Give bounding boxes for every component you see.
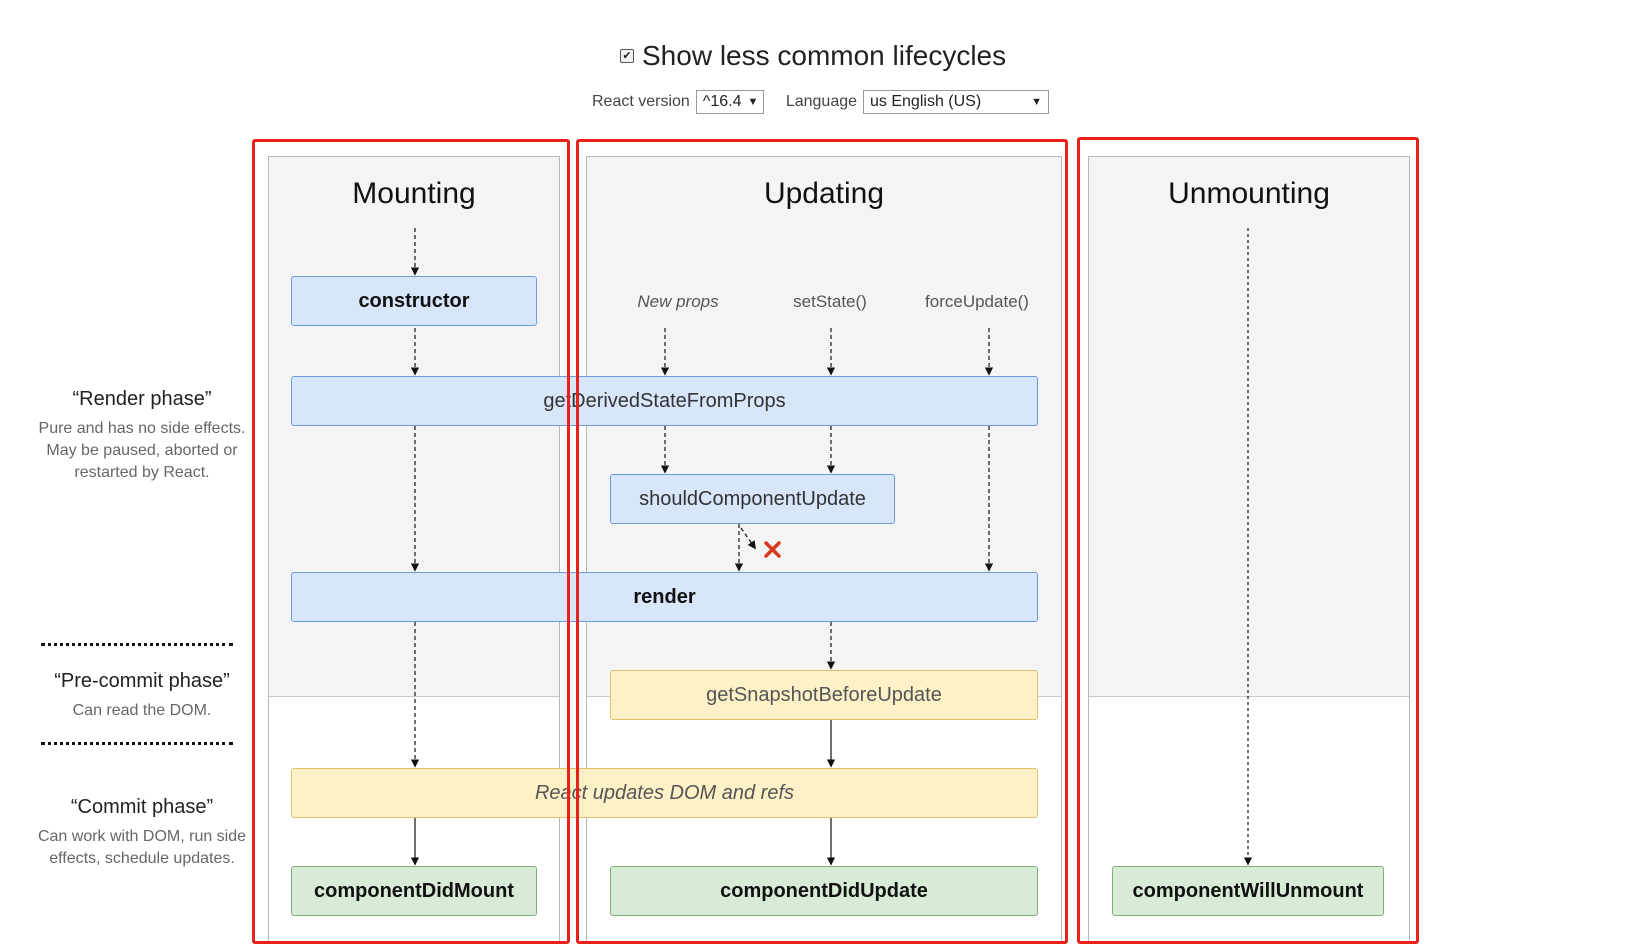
- component-did-mount-box: componentDidMount: [291, 866, 537, 916]
- chevron-down-icon: ▼: [747, 96, 759, 108]
- commit-phase-description: Can work with DOM, run side effects, sch…: [37, 828, 247, 867]
- render-phase-title: “Render phase”: [72, 388, 212, 410]
- react-version-label: React version: [592, 93, 690, 110]
- controls-bar: React version ^16.4 ▼ Language us Englis…: [592, 88, 1050, 116]
- unmounting-title: Unmounting: [1168, 177, 1330, 210]
- get-derived-state-from-props-box: getDerivedStateFromProps: [291, 376, 1038, 426]
- trigger-new-props: New props: [637, 292, 719, 311]
- react-version-value: ^16.4: [702, 93, 742, 110]
- phase-divider: [41, 742, 233, 745]
- precommit-phase-description: Can read the DOM.: [72, 702, 212, 719]
- checkbox-icon[interactable]: ✔: [620, 49, 634, 63]
- phase-divider: [41, 643, 233, 646]
- updating-title: Updating: [763, 177, 885, 210]
- toggle-label: Show less common lifecycles: [642, 40, 1007, 71]
- precommit-phase-title: “Pre-commit phase”: [54, 670, 230, 692]
- react-version-select[interactable]: ^16.4 ▼: [695, 90, 764, 114]
- chevron-down-icon: ▼: [1031, 96, 1043, 108]
- language-label: Language: [785, 93, 858, 110]
- unmounting-column: Unmounting: [1088, 156, 1410, 942]
- language-select[interactable]: us English (US) ▼: [863, 90, 1050, 114]
- trigger-set-state: setState(): [793, 292, 867, 311]
- component-will-unmount-box: componentWillUnmount: [1112, 866, 1384, 916]
- render-phase-description: Pure and has no side effects. May be pau…: [38, 420, 246, 481]
- component-did-update-box: componentDidUpdate: [610, 866, 1038, 916]
- mounting-title: Mounting: [352, 177, 476, 210]
- language-value: us English (US): [870, 93, 982, 110]
- react-updates-dom-box: React updates DOM and refs: [291, 768, 1038, 818]
- get-snapshot-before-update-box: getSnapshotBeforeUpdate: [610, 670, 1038, 720]
- constructor-box: constructor: [291, 276, 537, 326]
- show-less-common-toggle[interactable]: ✔ Show less common lifecycles: [620, 36, 1006, 76]
- commit-phase-title: “Commit phase”: [70, 796, 214, 818]
- render-box: render: [291, 572, 1038, 622]
- cancel-x-icon: [764, 541, 781, 558]
- trigger-force-update: forceUpdate(): [925, 292, 1029, 311]
- should-component-update-box: shouldComponentUpdate: [610, 474, 895, 524]
